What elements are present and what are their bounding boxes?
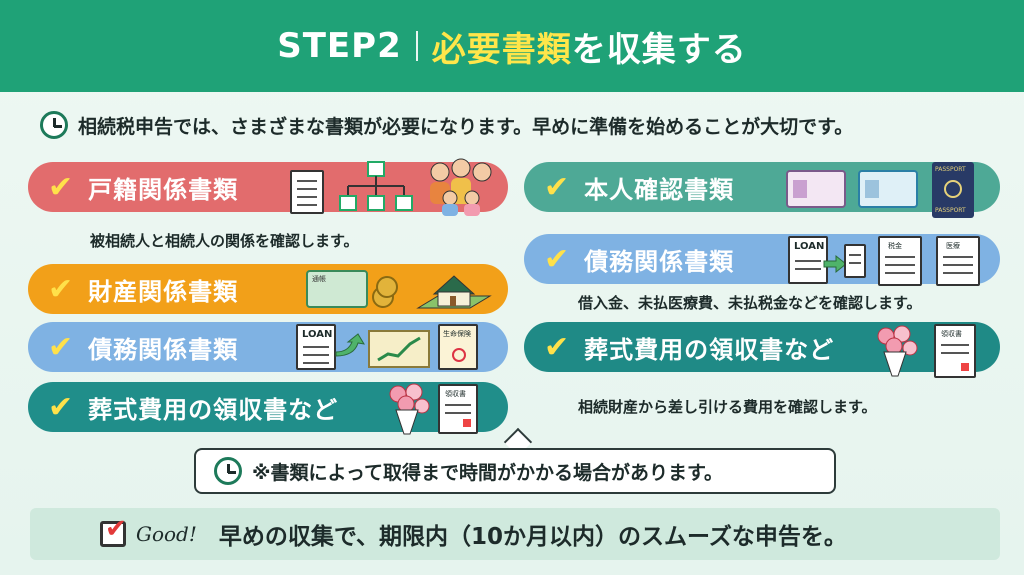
item-label: 本人確認書類 (584, 175, 735, 204)
house-icon (416, 275, 492, 309)
flower-bouquet-icon (877, 325, 918, 377)
loan-text: LOAN (794, 241, 825, 252)
item-label: 債務関係書類 (88, 335, 239, 364)
tax-document-icon: 税金 (878, 236, 922, 286)
footer-message: 早めの収集で、期限内（10か月以内）のスムーズな申告を。 (218, 524, 847, 550)
intro-text: 相続税申告では、さまざまな書類が必要になります。早めに準備を始めることが大切です… (40, 108, 1000, 142)
check-icon: ✔ (544, 241, 571, 277)
item-label: 財産関係書類 (88, 277, 239, 306)
right-funeral-desc: 相続財産から差し引ける費用を確認します。 (578, 398, 877, 416)
title-highlight: 必要書類 (431, 29, 572, 70)
passport-icon: PASSPORT PASSPORT (932, 162, 974, 218)
family-people-icon (430, 158, 492, 216)
medical-text: 医療 (946, 242, 960, 250)
loan-document-icon: LOAN (296, 324, 336, 370)
check-icon: ✔ (48, 389, 75, 425)
right-debts-desc: 借入金、未払医療費、未払税金などを確認します。 (578, 294, 922, 312)
clock-icon (40, 111, 68, 139)
receipt-text: 領収書 (445, 390, 466, 398)
left-item-debts: ✔ 債務関係書類 (28, 322, 508, 372)
title-rest: を収集する (571, 29, 747, 70)
receipt-text: 領収書 (941, 330, 962, 338)
arrow-right-icon (823, 254, 847, 274)
receipt-icon: 領収書 (438, 384, 478, 434)
good-label: Good! (136, 522, 197, 546)
check-icon: ✔ (48, 271, 75, 307)
loan-document-icon: LOAN (788, 236, 828, 284)
step-label: STEP2 (277, 26, 402, 66)
right-item-debts: ✔ 債務関係書類 (524, 234, 1000, 284)
left-item-family-register: ✔ 戸籍関係書類 (28, 162, 508, 212)
left-item-funeral: ✔ 葬式費用の領収書など (28, 382, 508, 432)
item-label: 戸籍関係書類 (88, 175, 239, 204)
flower-bouquet-icon (389, 383, 430, 435)
check-icon: ✔ (544, 329, 571, 365)
clock-icon (214, 457, 242, 485)
bankbook-icon: 通帳 (306, 270, 368, 308)
license-card-icon (858, 170, 918, 208)
checkbox-checked-icon (100, 514, 127, 547)
right-item-funeral: ✔ 葬式費用の領収書など (524, 322, 1000, 372)
id-card-icon (786, 170, 846, 208)
invoice-icon (844, 244, 866, 278)
document-stack-icon (290, 170, 324, 214)
arrow-right-icon (335, 333, 365, 357)
loan-text: LOAN (302, 329, 333, 340)
title-separator (415, 31, 418, 61)
passport-bottom-text: PASSPORT (935, 207, 966, 214)
tax-text: 税金 (888, 242, 902, 250)
certificate-chart-icon (368, 330, 430, 368)
insurance-text: 生命保険 (443, 330, 471, 338)
family-tree-icon (339, 161, 413, 211)
receipt-icon: 領収書 (934, 324, 976, 378)
check-icon: ✔ (544, 169, 571, 205)
intro-label: 相続税申告では、さまざまな書類が必要になります。早めに準備を始めることが大切です… (78, 115, 854, 138)
medical-bill-icon: 医療 (936, 236, 980, 286)
insurance-document-icon: 生命保険 (438, 324, 478, 370)
right-item-id-documents: ✔ 本人確認書類 (524, 162, 1000, 212)
passport-top-text: PASSPORT (935, 166, 966, 173)
note-text: ※書類によって取得まで時間がかかる場合があります。 (252, 461, 724, 484)
left-item-desc: 被相続人と相続人の関係を確認します。 (90, 232, 359, 250)
page-title: STEP2 必要書類 を収集する (0, 0, 1024, 92)
item-label: 葬式費用の領収書など (584, 335, 835, 364)
footer-banner: Good! 早めの収集で、期限内（10か月以内）のスムーズな申告を。 (30, 508, 1000, 560)
check-icon: ✔ (48, 169, 75, 205)
coin-icon (376, 276, 398, 298)
item-label: 葬式費用の領収書など (88, 395, 339, 424)
check-icon: ✔ (48, 329, 75, 365)
note-callout: ※書類によって取得まで時間がかかる場合があります。 (194, 448, 836, 494)
item-label: 債務関係書類 (584, 247, 735, 276)
bankbook-text: 通帳 (312, 275, 326, 283)
